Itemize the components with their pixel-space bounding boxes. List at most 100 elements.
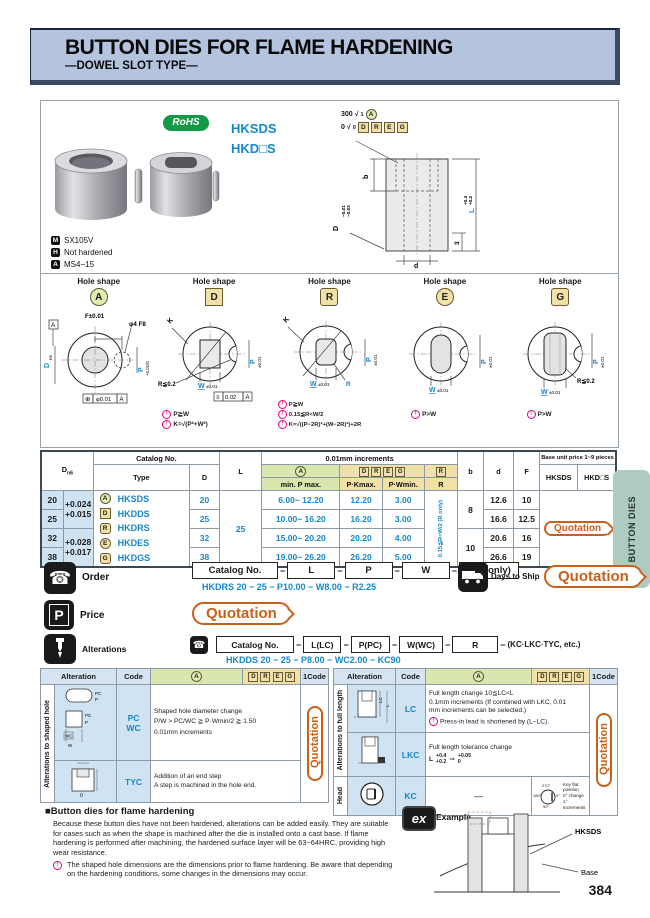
svg-text:±0.01: ±0.01 — [437, 388, 449, 393]
col-dreg: D R E G — [531, 668, 591, 685]
note-icon: ! — [411, 410, 421, 419]
spec-hardness: H Not hardened — [51, 248, 112, 257]
hole-e-diagram: P ±0.01 W ±0.01 — [409, 322, 493, 394]
svg-text:≡: ≡ — [216, 395, 220, 401]
svg-text:d: d — [414, 263, 418, 269]
code-tyc: TYC — [116, 760, 152, 803]
footnotes: ■Button dies for flame hardening Because… — [45, 806, 397, 879]
svg-text:D: D — [333, 226, 340, 231]
svg-text:P: P — [95, 697, 98, 702]
hole-shape-title: Hole shape — [423, 277, 467, 286]
price-icon: P — [44, 600, 74, 630]
col-badge-a: A — [261, 464, 341, 478]
r-range-cell: 0.15≦R<W/2 (R only) — [423, 490, 458, 568]
quotation-1code: Quotation — [300, 684, 330, 803]
spec-accuracy: A MS4−15 — [51, 260, 112, 269]
note-icon: ! — [53, 860, 62, 870]
phone-icon-small: ☎ — [190, 636, 208, 654]
hole-g-badge: G — [551, 288, 570, 306]
example-label: Example — [436, 812, 471, 822]
note-icon: ! — [162, 419, 172, 429]
days-to-ship-label: Days to Ship — [491, 572, 540, 581]
hole-d-badge: D — [205, 288, 224, 306]
alterations-code-format: Catalog No.− L(LC)− P(PC)− W(WC)− R− (KC… — [216, 636, 580, 653]
hole-g-diagram: P ±0.01 W ±0.01 R≦0.2 — [522, 322, 605, 396]
svg-text:b: b — [363, 175, 370, 179]
col-a: A — [150, 668, 244, 685]
svg-text:P: P — [366, 357, 373, 362]
svg-text:WC: WC — [65, 734, 73, 739]
col-l: L — [219, 450, 263, 491]
alterations-section: Alterations ☎ Catalog No.− L(LC)− P(PC)−… — [44, 634, 614, 668]
col-d: d — [482, 450, 515, 491]
col-f: F — [513, 450, 541, 491]
material-specs: M SX105V H Not hardened A MS4−15 — [51, 233, 112, 269]
accuracy-value: MS4−15 — [64, 260, 95, 269]
product-photo — [54, 148, 220, 220]
page-header: BUTTON DIES FOR FLAME HARDENING —DOWEL S… — [30, 28, 620, 85]
svg-text:W: W — [198, 383, 205, 390]
order-example: HKDRS 20 − 25 − P10.00 − W8.00 − R2.25 — [202, 582, 377, 592]
surface-finish-icon: √ — [346, 124, 351, 131]
hole-r-badge: R — [370, 122, 382, 133]
col-r-sub: R — [423, 477, 458, 491]
hole-d-diagram: K P ±0.01 W ±0.01 R≦0.2 ≡ 0.02 A — [158, 317, 262, 402]
alterations-label: Alterations — [82, 644, 127, 654]
footnote-caution: ! The shaped hole dimensions are the dim… — [53, 860, 397, 879]
svg-text:W: W — [429, 387, 436, 394]
note-icon: ! — [162, 410, 172, 419]
svg-text:P: P — [138, 367, 145, 372]
table-row: 32 +0.028+0.017 32 15.00~ 20.20 20.20 4.… — [40, 528, 616, 568]
svg-text:L: L — [385, 704, 390, 707]
code-lkc: LKC — [395, 732, 427, 777]
price-label: Price — [80, 610, 105, 621]
spec-material: M SX105V — [51, 236, 112, 245]
roughness-callouts: 300 √1 A 0 √0 D R E G — [341, 109, 408, 133]
col-price: Base unit price 1~9 pieces — [539, 450, 617, 465]
price-quotation: Quotation — [192, 602, 291, 625]
kc-a-cell: — — [425, 776, 533, 816]
note-icon: ! — [526, 410, 536, 419]
side-label-full-length: Alterations to full length — [333, 684, 348, 777]
hole-shapes-row: Hole shape A A F±0.01 φ4 F8 D — [41, 273, 618, 447]
order-label: Order — [82, 572, 110, 583]
note-icon: ! — [277, 400, 287, 409]
order-section: ☎ Order Catalog No.− L− P− W− R(R only) … — [44, 562, 643, 600]
svg-text:±0.01: ±0.01 — [318, 382, 330, 387]
material-value: SX105V — [64, 236, 94, 245]
lkc-diagram — [346, 732, 397, 777]
col-type-d: D — [188, 464, 221, 491]
kc-keyflat-cell: 270° 180° 90° 0° Key flat position 0° ch… — [531, 776, 591, 816]
hole-r-diagram: K P ±0.01 W ±0.01 R — [282, 316, 378, 388]
hole-e-badge: E — [383, 122, 395, 133]
svg-text:⊕: ⊕ — [85, 396, 91, 403]
svg-text:K: K — [167, 317, 176, 326]
svg-text:n6: n6 — [48, 355, 53, 360]
lkc-description: Full length tolerance change L +0.4+0.2 … — [425, 732, 591, 777]
price-quotation-cell: Quotation — [539, 490, 617, 568]
svg-text:−0.03: −0.03 — [346, 205, 351, 217]
svg-text:LC: LC — [378, 696, 383, 703]
hole-shape-panel-g: Hole shape G P ±0.01 W ±0.01 R≦0.2 — [503, 274, 618, 447]
svg-text:PC: PC — [85, 713, 92, 718]
col-a: A — [425, 668, 533, 685]
hole-shape-panel-a: Hole shape A A F±0.01 φ4 F8 D — [41, 274, 156, 447]
col-min-p-max: min. P max. — [261, 477, 341, 491]
surface-finish-icon: √ — [354, 111, 359, 118]
col-price-hksds: HKSDS — [539, 464, 579, 491]
svg-text:±0.01: ±0.01 — [488, 356, 493, 368]
svg-text:±0.01: ±0.01 — [549, 390, 561, 395]
side-label-head: Head — [333, 776, 348, 816]
alterations-table-full-length: Alteration Code A D R E G 1Code Alterati… — [332, 668, 619, 816]
model-numbers: HKSDS HKD□S — [231, 119, 277, 158]
svg-text:Base: Base — [581, 868, 598, 877]
price-section: P Price Quotation — [44, 600, 444, 632]
